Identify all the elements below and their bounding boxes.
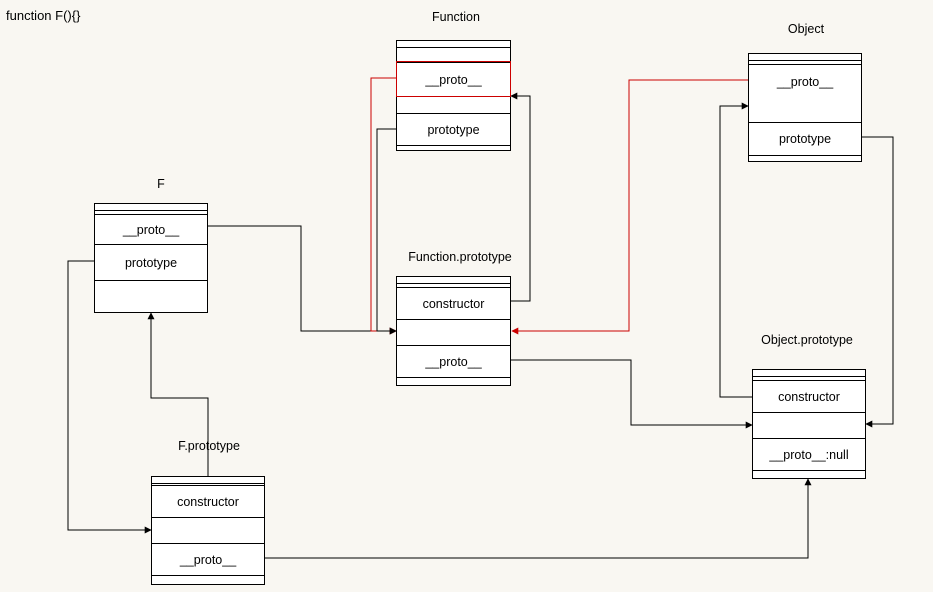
- object-prototype-constructor-cell[interactable]: constructor: [753, 380, 865, 412]
- object-title: Object: [787, 22, 825, 36]
- object-proto-cell[interactable]: __proto__: [749, 64, 861, 98]
- f-prototype-proto-cell[interactable]: __proto__: [152, 543, 264, 575]
- function-prototype-box[interactable]: constructor __proto__: [396, 276, 511, 386]
- function-title: Function: [432, 10, 480, 24]
- edge-objproto-constructor: [719, 102, 752, 398]
- f-title: F: [157, 177, 165, 191]
- function-prototype-proto-cell[interactable]: __proto__: [397, 345, 510, 377]
- object-prototype-cell[interactable]: prototype: [749, 122, 861, 154]
- f-prototype-cell[interactable]: prototype: [95, 244, 207, 280]
- edge-fnproto-proto: [511, 359, 753, 429]
- object-box[interactable]: __proto__ prototype: [748, 53, 862, 162]
- f-box[interactable]: __proto__ prototype: [94, 203, 208, 313]
- f-prototype-constructor-cell[interactable]: constructor: [152, 485, 264, 517]
- edge-function-prototype: [376, 128, 397, 335]
- object-prototype-proto-cell[interactable]: __proto__:null: [753, 438, 865, 470]
- edge-f-proto: [208, 225, 397, 335]
- f-proto-cell[interactable]: __proto__: [95, 214, 207, 244]
- edge-object-prototype: [862, 136, 894, 428]
- edge-object-proto: [511, 79, 749, 335]
- function-proto-cell[interactable]: __proto__: [396, 61, 511, 97]
- edge-fproto-proto: [265, 478, 812, 559]
- code-note: function F(){}: [6, 8, 81, 23]
- edge-fproto-constructor: [147, 312, 209, 476]
- edge-fnproto-constructor: [510, 92, 531, 302]
- edge-f-prototype: [67, 260, 152, 534]
- object-prototype-title: Object.prototype: [761, 333, 853, 347]
- f-prototype-box[interactable]: constructor __proto__: [151, 476, 265, 585]
- function-prototype-title: Function.prototype: [408, 250, 512, 264]
- f-prototype-title: F.prototype: [178, 439, 240, 453]
- edge-function-proto: [370, 77, 397, 335]
- object-prototype-box[interactable]: constructor __proto__:null: [752, 369, 866, 479]
- function-prototype-constructor-cell[interactable]: constructor: [397, 287, 510, 319]
- function-box[interactable]: __proto__ prototype: [396, 40, 511, 151]
- function-prototype-cell[interactable]: prototype: [397, 113, 510, 145]
